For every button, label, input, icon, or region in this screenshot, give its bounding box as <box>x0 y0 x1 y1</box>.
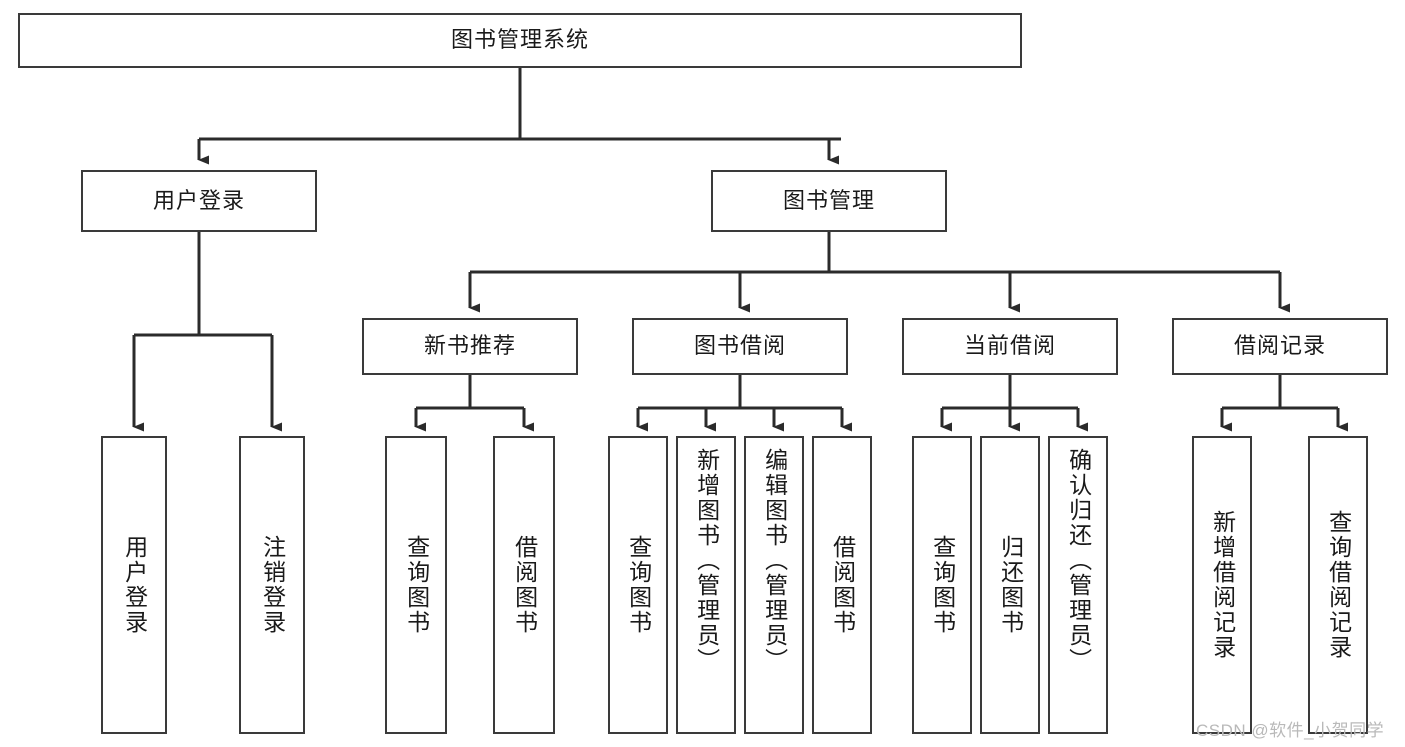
node-leaf-add-book[interactable]: 新增图书（管理员） <box>676 436 736 734</box>
node-leaf-borrow-book-2[interactable]: 借阅图书 <box>812 436 872 734</box>
node-current-borrow-label: 当前借阅 <box>963 333 1056 359</box>
csdn-watermark: CSDN @软件_小贺同学 <box>1196 721 1385 740</box>
node-book-management-label: 图书管理 <box>782 187 875 213</box>
node-leaf-query-book-2-label: 查询图书 <box>625 535 652 635</box>
node-new-book-recommend-label: 新书推荐 <box>423 333 516 359</box>
node-leaf-query-book-3-label: 查询图书 <box>929 535 956 635</box>
node-leaf-logout-login-label: 注销登录 <box>259 535 286 635</box>
node-leaf-query-record[interactable]: 查询借阅记录 <box>1308 436 1368 734</box>
node-leaf-add-book-label: 新增图书（管理员） <box>693 448 720 673</box>
node-book-management[interactable]: 图书管理 <box>711 170 947 232</box>
node-new-book-recommend[interactable]: 新书推荐 <box>362 318 578 375</box>
node-leaf-confirm-return[interactable]: 确认归还（管理员） <box>1048 436 1108 734</box>
node-user-login-label: 用户登录 <box>152 187 245 213</box>
node-leaf-return-book[interactable]: 归还图书 <box>980 436 1040 734</box>
node-leaf-return-book-label: 归还图书 <box>997 535 1024 635</box>
node-borrow-record-label: 借阅记录 <box>1233 333 1326 359</box>
node-leaf-confirm-return-label: 确认归还（管理员） <box>1065 448 1092 673</box>
node-user-login[interactable]: 用户登录 <box>81 170 317 232</box>
node-book-borrow-label: 图书借阅 <box>693 333 786 359</box>
node-leaf-borrow-book-2-label: 借阅图书 <box>829 535 856 635</box>
node-leaf-edit-book[interactable]: 编辑图书（管理员） <box>744 436 804 734</box>
node-leaf-query-book-3[interactable]: 查询图书 <box>912 436 972 734</box>
node-current-borrow[interactable]: 当前借阅 <box>902 318 1118 375</box>
node-leaf-query-book-2[interactable]: 查询图书 <box>608 436 668 734</box>
node-leaf-query-book-1[interactable]: 查询图书 <box>385 436 447 734</box>
node-borrow-record[interactable]: 借阅记录 <box>1172 318 1388 375</box>
node-leaf-borrow-book-1[interactable]: 借阅图书 <box>493 436 555 734</box>
node-leaf-user-login[interactable]: 用户登录 <box>101 436 167 734</box>
node-leaf-edit-book-label: 编辑图书（管理员） <box>761 448 788 673</box>
node-leaf-query-book-1-label: 查询图书 <box>403 535 430 635</box>
node-leaf-user-login-label: 用户登录 <box>121 535 148 635</box>
node-leaf-borrow-book-1-label: 借阅图书 <box>511 535 538 635</box>
node-book-borrow[interactable]: 图书借阅 <box>632 318 848 375</box>
node-root-label: 图书管理系统 <box>450 27 589 53</box>
node-leaf-logout-login[interactable]: 注销登录 <box>239 436 305 734</box>
node-leaf-add-record-label: 新增借阅记录 <box>1209 510 1236 660</box>
node-leaf-query-record-label: 查询借阅记录 <box>1325 510 1352 660</box>
node-root[interactable]: 图书管理系统 <box>18 13 1022 68</box>
node-leaf-add-record[interactable]: 新增借阅记录 <box>1192 436 1252 734</box>
